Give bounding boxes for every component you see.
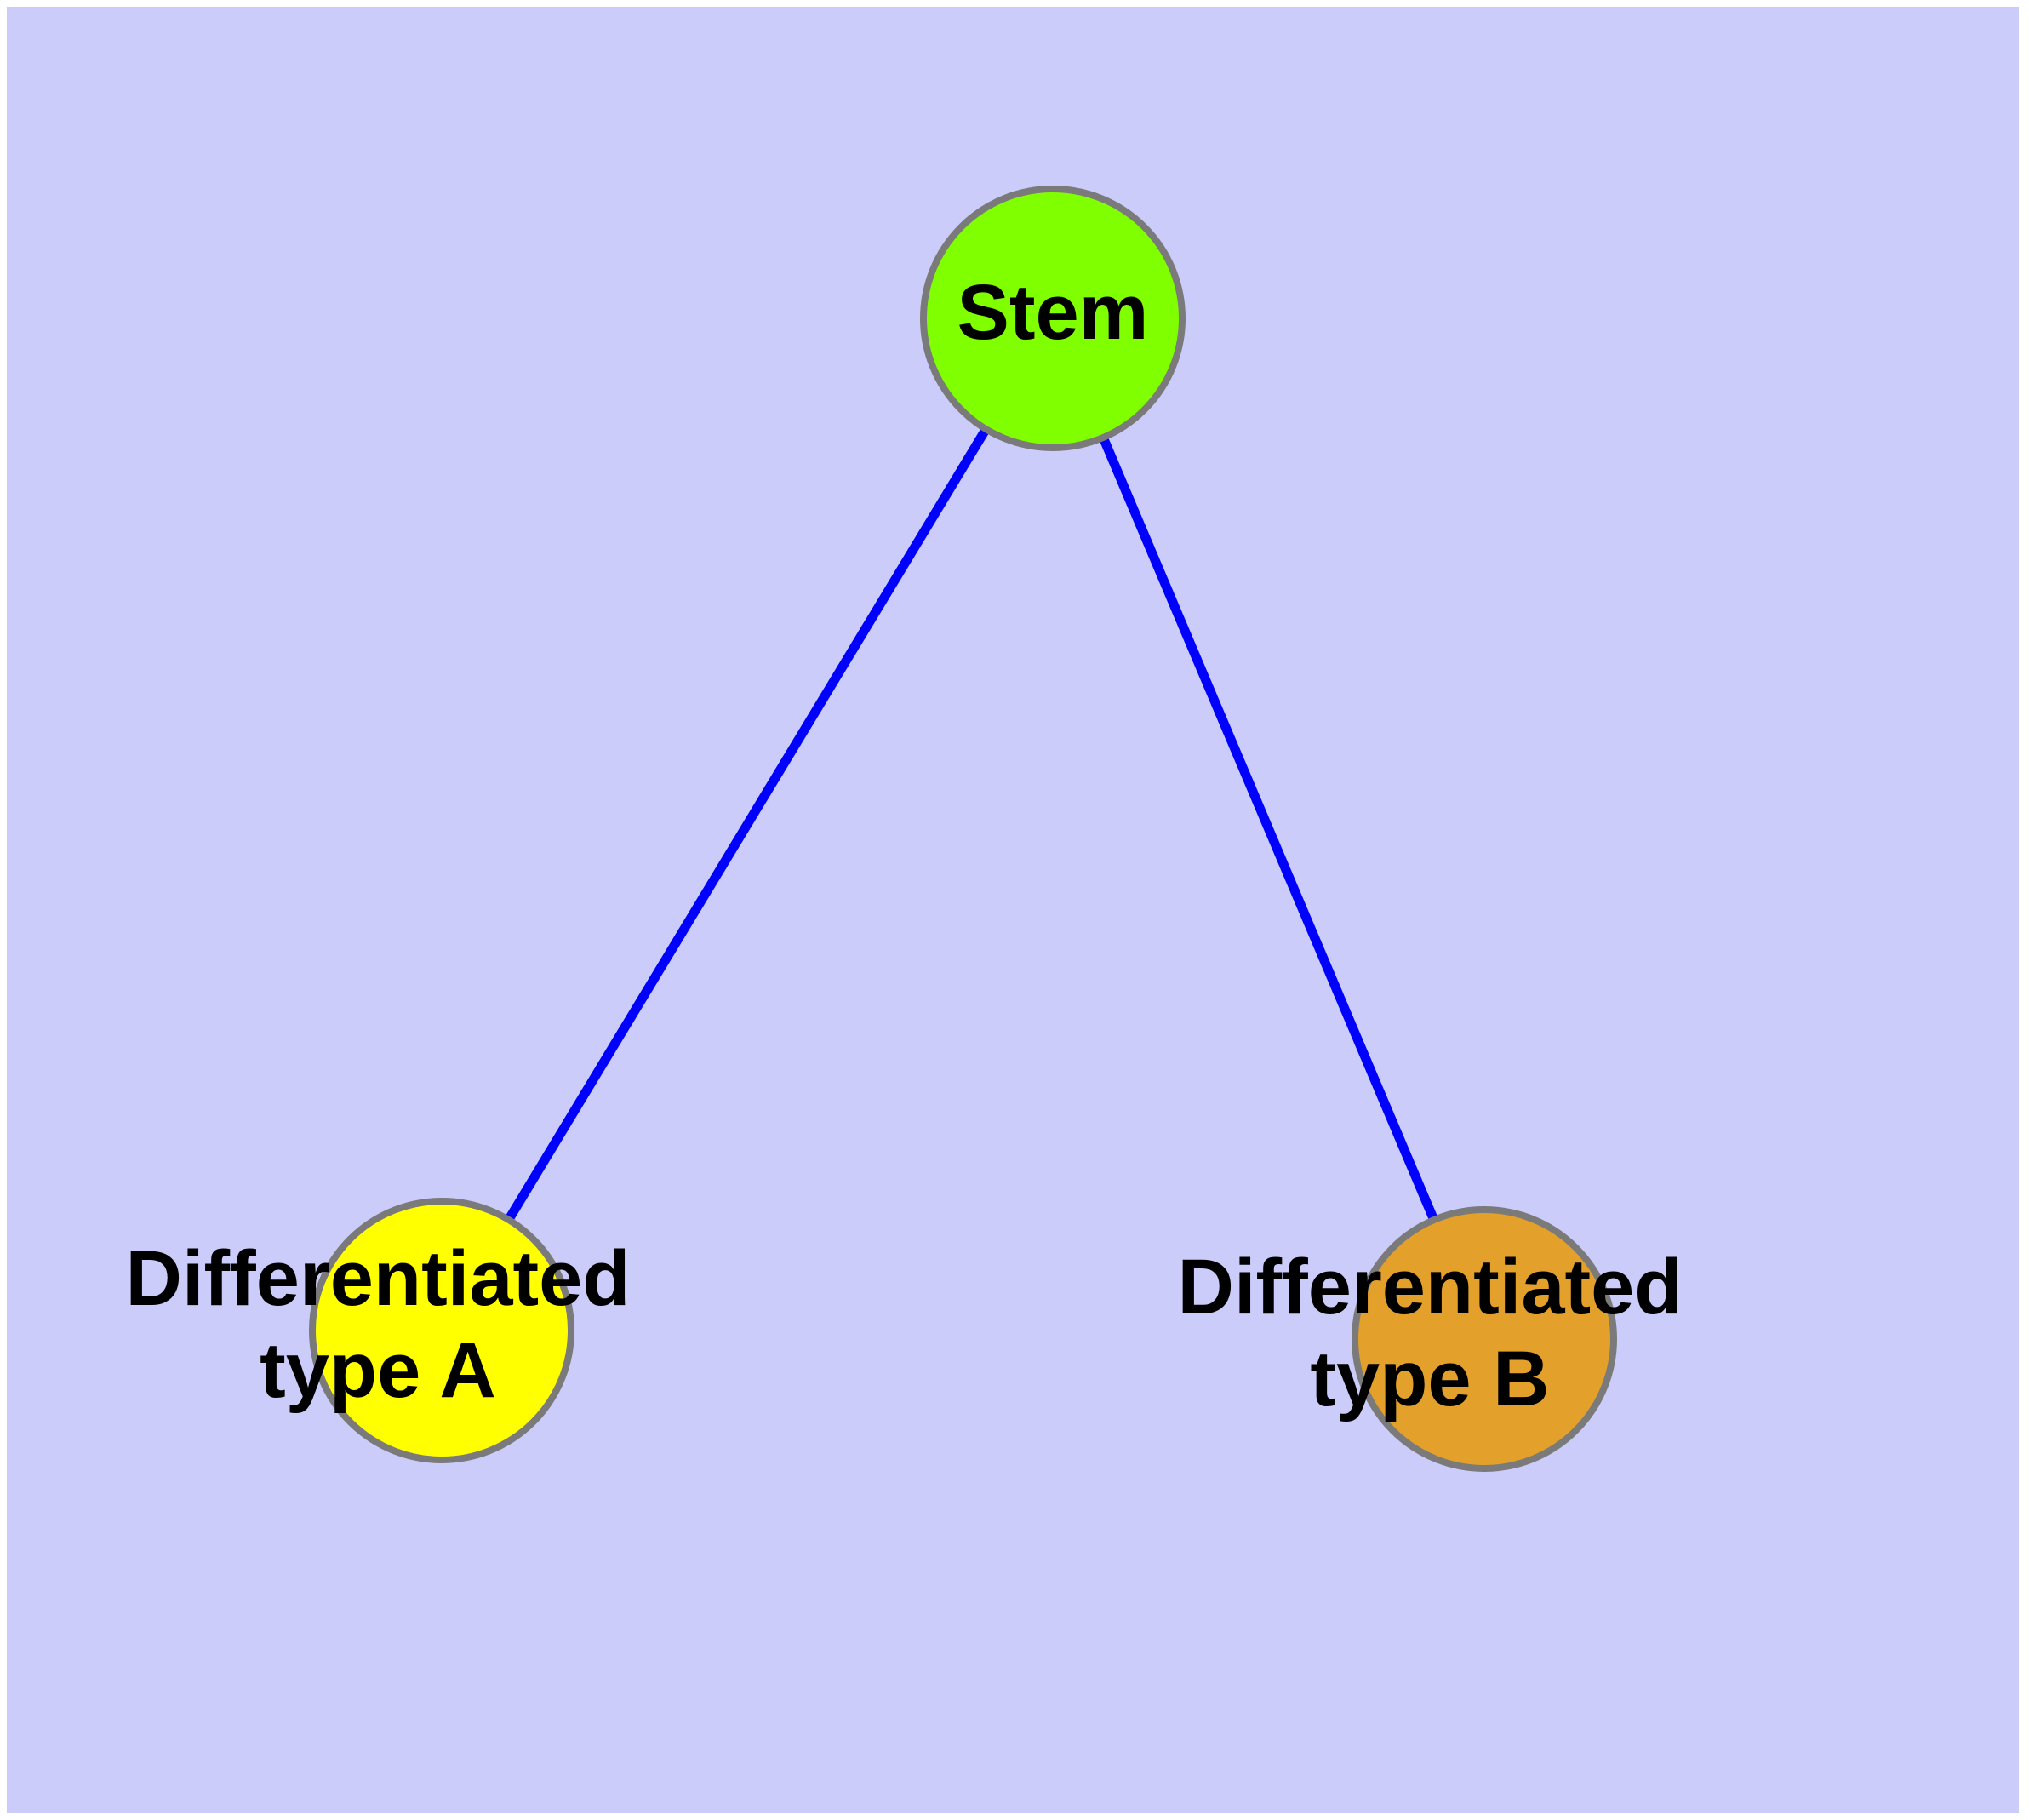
node-stem[interactable] [920,186,1186,451]
edges-layer [437,316,1489,1342]
edge-stem-to-differentiated-type-b[interactable] [1048,316,1489,1342]
node-differentiated-type-a[interactable] [309,1198,574,1463]
nodes-layer [309,186,1617,1472]
node-label-stem: Stem [957,269,1149,356]
node-differentiated-type-b[interactable] [1352,1206,1617,1472]
edge-stem-to-differentiated-type-a[interactable] [437,316,1057,1333]
